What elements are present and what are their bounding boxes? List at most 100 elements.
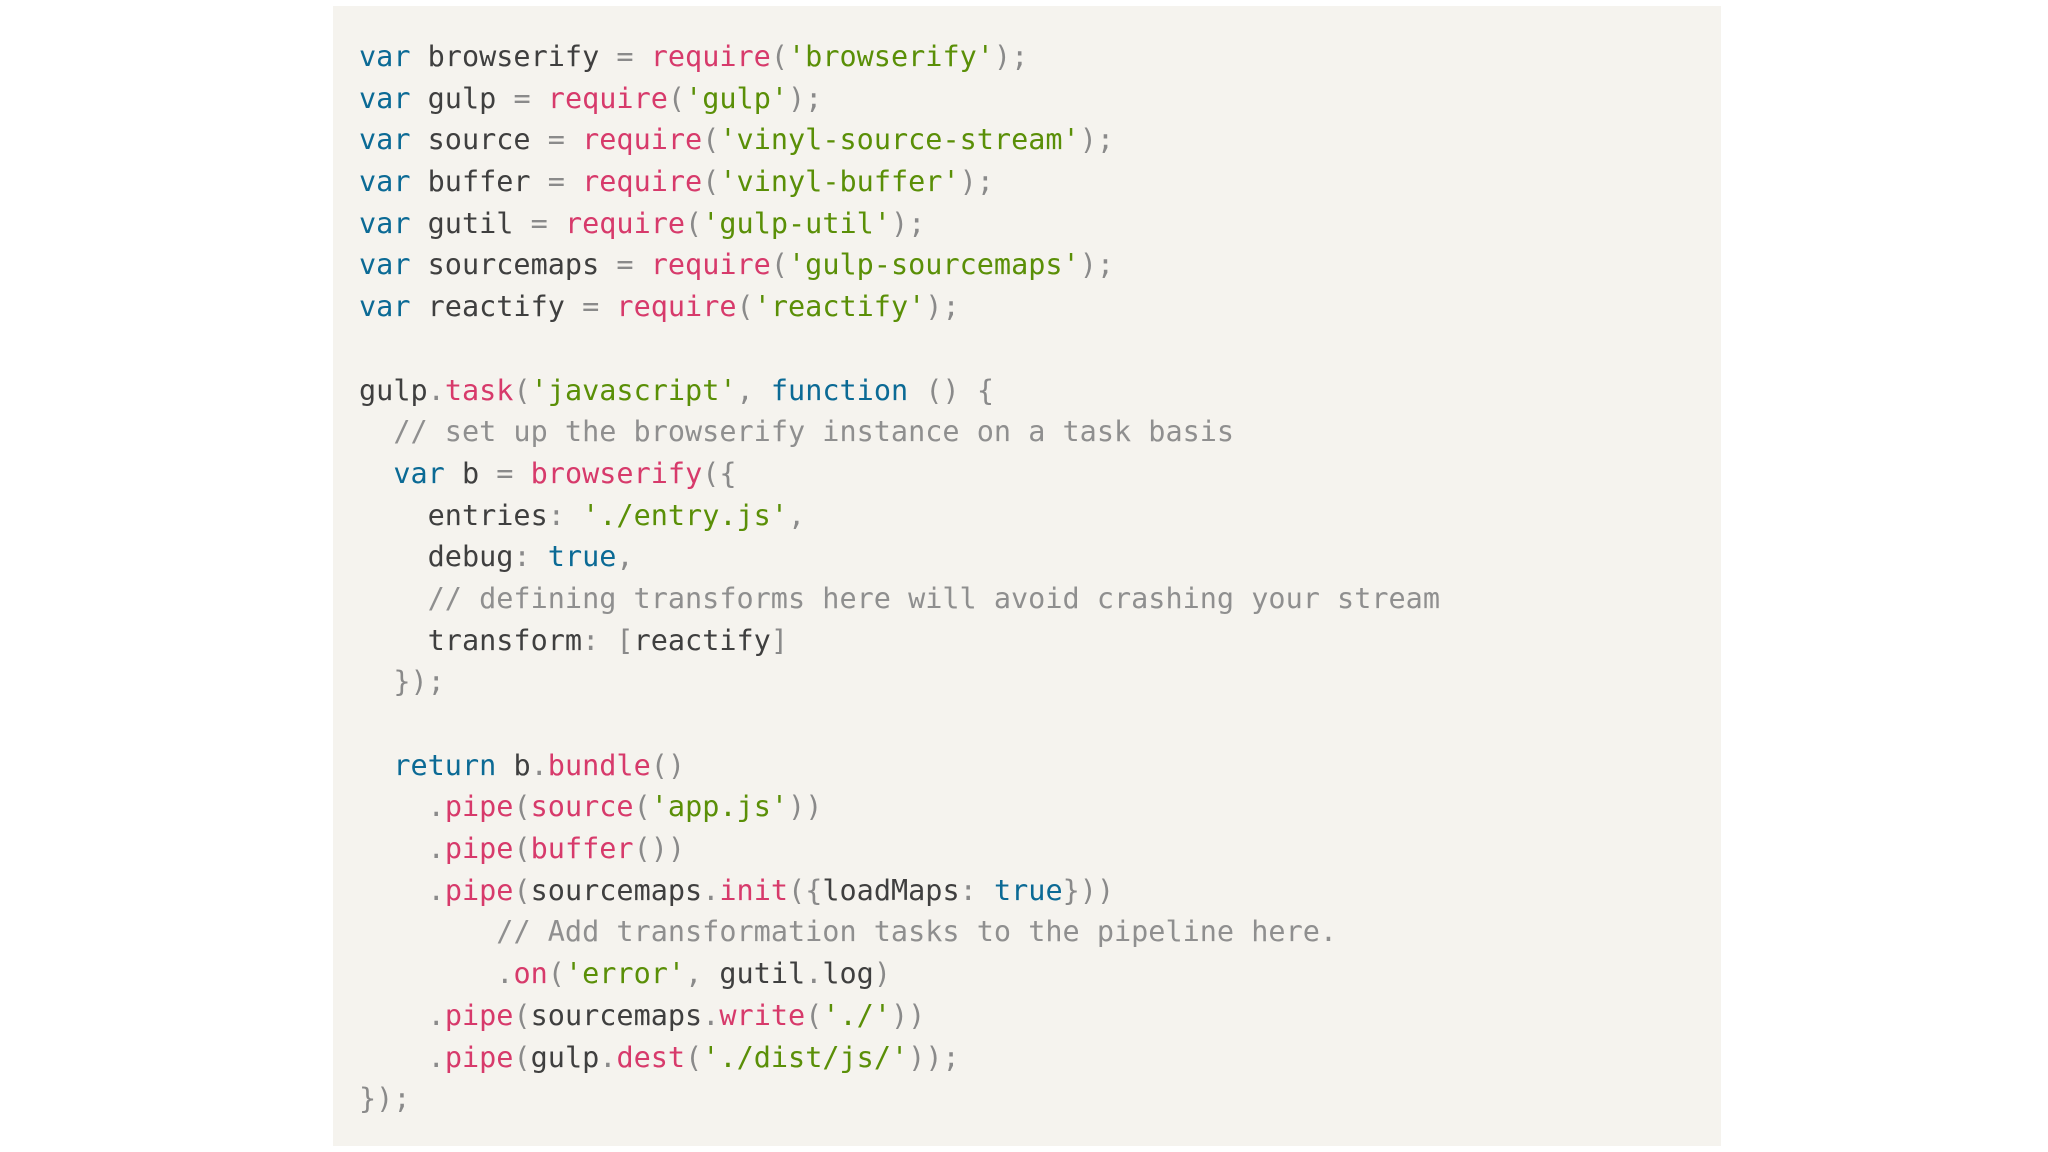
- keyword-token: var: [359, 206, 411, 240]
- punctuation-token: .: [427, 998, 445, 1032]
- function-token: source: [530, 790, 634, 824]
- punctuation-token: =: [513, 81, 531, 115]
- code-line: .pipe(source('app.js')): [359, 786, 1721, 828]
- identifier-token: [634, 40, 651, 73]
- punctuation-token: );: [959, 165, 994, 199]
- punctuation-token: )): [891, 998, 926, 1032]
- keyword-token: var: [359, 81, 411, 115]
- function-token: bundle: [547, 748, 651, 782]
- keyword-token: var: [359, 40, 411, 73]
- keyword-token: var: [359, 290, 411, 324]
- identifier-token: buffer: [410, 165, 548, 199]
- keyword-token: var: [393, 456, 445, 490]
- punctuation-token: (: [805, 998, 823, 1032]
- punctuation-token: =: [582, 290, 600, 324]
- identifier-token: gutil: [410, 206, 531, 240]
- punctuation-token: (: [702, 165, 720, 199]
- identifier-token: [359, 665, 393, 698]
- code-line: var browserify = require('browserify');: [359, 36, 1721, 78]
- function-token: dest: [616, 1040, 686, 1074]
- identifier-token: log: [822, 957, 874, 991]
- keyword-token: var: [359, 248, 411, 282]
- punctuation-token: })): [1062, 873, 1115, 907]
- identifier-token: [513, 457, 530, 490]
- identifier-token: [977, 874, 994, 907]
- punctuation-token: .: [427, 832, 445, 866]
- string-token: 'vinyl-buffer': [719, 165, 960, 199]
- punctuation-token: =: [547, 165, 565, 199]
- identifier-token: [359, 790, 428, 823]
- punctuation-token: (: [633, 790, 651, 824]
- identifier-token: [908, 374, 925, 407]
- punctuation-token: (: [685, 1040, 703, 1074]
- string-token: './entry.js': [582, 498, 788, 532]
- code-line: [359, 328, 1721, 370]
- punctuation-token: );: [1079, 248, 1115, 282]
- code-line: });: [359, 1078, 1721, 1120]
- punctuation-token: );: [890, 206, 926, 240]
- identifier-token: [548, 207, 565, 240]
- punctuation-token: .: [599, 1040, 617, 1074]
- code-line: transform: [reactify]: [359, 620, 1721, 662]
- punctuation-token: ()): [633, 832, 686, 866]
- identifier-token: gutil: [702, 957, 806, 991]
- identifier-token: gulp: [359, 373, 428, 407]
- function-token: require: [564, 206, 686, 240]
- punctuation-token: .: [427, 873, 445, 907]
- function-token: require: [616, 290, 737, 324]
- punctuation-token: (: [513, 998, 531, 1032]
- string-token: 'gulp-sourcemaps': [788, 248, 1080, 282]
- identifier-token: [754, 374, 771, 407]
- code-line: });: [359, 661, 1721, 703]
- punctuation-token: );: [788, 81, 823, 115]
- code-line: var buffer = require('vinyl-buffer');: [359, 161, 1721, 203]
- punctuation-token: ({: [788, 873, 823, 907]
- comment-token: // Add transformation tasks to the pipel…: [496, 915, 1338, 949]
- code-line: // Add transformation tasks to the pipel…: [359, 911, 1721, 953]
- string-token: 'gulp-util': [702, 206, 891, 240]
- identifier-token: [359, 832, 428, 865]
- punctuation-token: :: [513, 540, 531, 574]
- punctuation-token: (: [770, 248, 789, 282]
- identifier-token: [599, 624, 616, 657]
- identifier-token: debug: [359, 540, 514, 574]
- identifier-token: [359, 874, 428, 907]
- identifier-token: b: [444, 456, 497, 490]
- string-token: 'app.js': [650, 790, 789, 824]
- punctuation-token: (: [667, 81, 686, 115]
- code-line: var sourcemaps = require('gulp-sourcemap…: [359, 244, 1721, 286]
- function-token: task: [444, 373, 514, 407]
- code-line: .pipe(sourcemaps.write('./')): [359, 995, 1721, 1037]
- string-token: 'error': [564, 957, 686, 991]
- punctuation-token: ,: [616, 540, 634, 574]
- punctuation-token: .: [427, 373, 445, 407]
- identifier-token: sourcemaps: [530, 873, 703, 907]
- punctuation-token: (: [770, 40, 789, 73]
- function-token: on: [513, 957, 548, 991]
- punctuation-token: });: [393, 665, 445, 699]
- code-line: gulp.task('javascript', function () {: [359, 370, 1721, 412]
- string-token: './': [822, 998, 891, 1032]
- punctuation-token: :: [582, 623, 600, 657]
- identifier-token: [599, 290, 616, 323]
- punctuation-token: =: [547, 123, 565, 157]
- code-snippet-panel: var browserify = require('browserify');v…: [333, 6, 1721, 1146]
- keyword-token: function: [770, 373, 909, 407]
- punctuation-token: });: [359, 1082, 411, 1116]
- punctuation-token: (: [513, 790, 531, 824]
- punctuation-token: ,: [788, 498, 806, 532]
- function-token: require: [582, 123, 703, 157]
- punctuation-token: =: [616, 248, 634, 282]
- identifier-token: sourcemaps: [410, 248, 617, 282]
- identifier-token: [531, 82, 548, 115]
- punctuation-token: (: [685, 206, 703, 240]
- punctuation-token: ]: [770, 623, 789, 657]
- punctuation-token: (): [925, 373, 960, 407]
- function-token: pipe: [444, 1040, 514, 1074]
- comment-token: // set up the browserify instance on a t…: [393, 415, 1235, 449]
- punctuation-token: ({: [702, 456, 737, 490]
- identifier-token: [359, 915, 496, 948]
- punctuation-token: =: [530, 206, 548, 240]
- identifier-token: reactify: [633, 623, 771, 657]
- identifier-token: [634, 248, 651, 281]
